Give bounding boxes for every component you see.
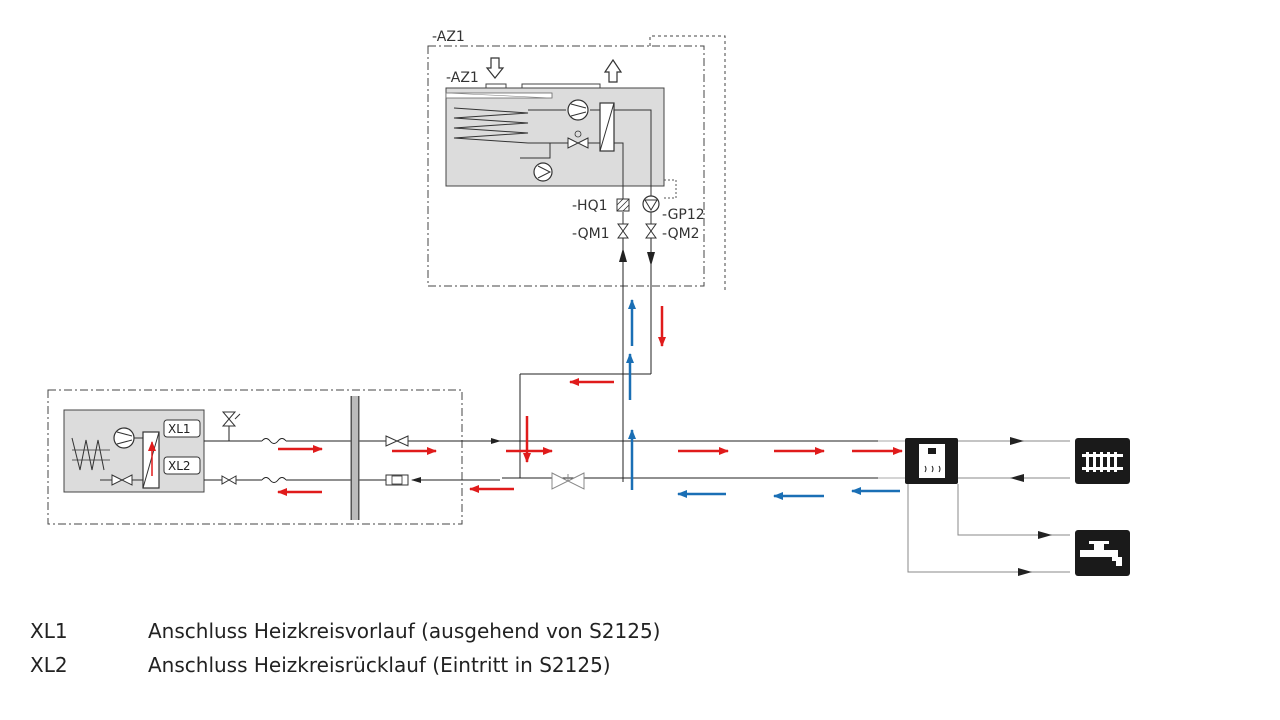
legend: XL1 Anschluss Heizkreisvorlauf (ausgehen…	[30, 614, 660, 682]
valve-icon	[221, 475, 237, 485]
pipe-network	[500, 238, 880, 482]
tap-icon	[1075, 530, 1130, 576]
outdoor-coil-icon	[71, 437, 105, 471]
boiler-icon	[905, 438, 958, 484]
supply-shutoff-valve-icon	[385, 435, 409, 447]
qm1-valve-icon	[617, 223, 629, 239]
legend-text: Anschluss Heizkreisrücklauf (Eintritt in…	[148, 653, 611, 677]
pump-icon	[642, 195, 660, 213]
qm1-label: -QM1	[572, 226, 610, 242]
az1-outer-label: -AZ1	[432, 29, 465, 45]
wall	[350, 396, 360, 520]
safety-valve-icon	[221, 411, 237, 427]
dirt-filter-icon	[385, 474, 409, 486]
az1-inner-label: -AZ1	[446, 70, 479, 86]
radiator-icon	[1075, 438, 1130, 484]
qm2-valve-icon	[645, 223, 657, 239]
az1-module: -AZ1 -AZ1	[427, 29, 726, 290]
hq1-label: -HQ1	[572, 198, 608, 214]
legend-row-xl1: XL1 Anschluss Heizkreisvorlauf (ausgehen…	[30, 614, 660, 648]
compressor-icon	[567, 99, 589, 121]
outdoor-valve-icon	[111, 474, 133, 486]
air-out-arrow-icon	[603, 58, 623, 83]
xl2-tag: XL2	[168, 459, 191, 473]
coil-icon	[453, 107, 529, 144]
fan-icon	[533, 162, 553, 182]
gp12-label: -GP12	[662, 207, 705, 223]
return-flow-arrows	[626, 299, 900, 500]
expansion-valve-icon	[567, 130, 589, 149]
outdoor-unit-s2125: XL1 XL2	[47, 389, 463, 525]
outdoor-compressor-icon	[113, 427, 135, 449]
legend-code: XL2	[30, 653, 68, 677]
air-in-arrow-icon	[485, 57, 505, 79]
supply-flow-arrows	[277, 306, 903, 496]
xl1-tag: XL1	[168, 422, 191, 436]
legend-text: Anschluss Heizkreisvorlauf (ausgehend vo…	[148, 619, 661, 643]
legend-code: XL1	[30, 619, 68, 643]
legend-row-xl2: XL2 Anschluss Heizkreisrücklauf (Eintrit…	[30, 648, 660, 682]
qm2-label: -QM2	[662, 226, 700, 242]
